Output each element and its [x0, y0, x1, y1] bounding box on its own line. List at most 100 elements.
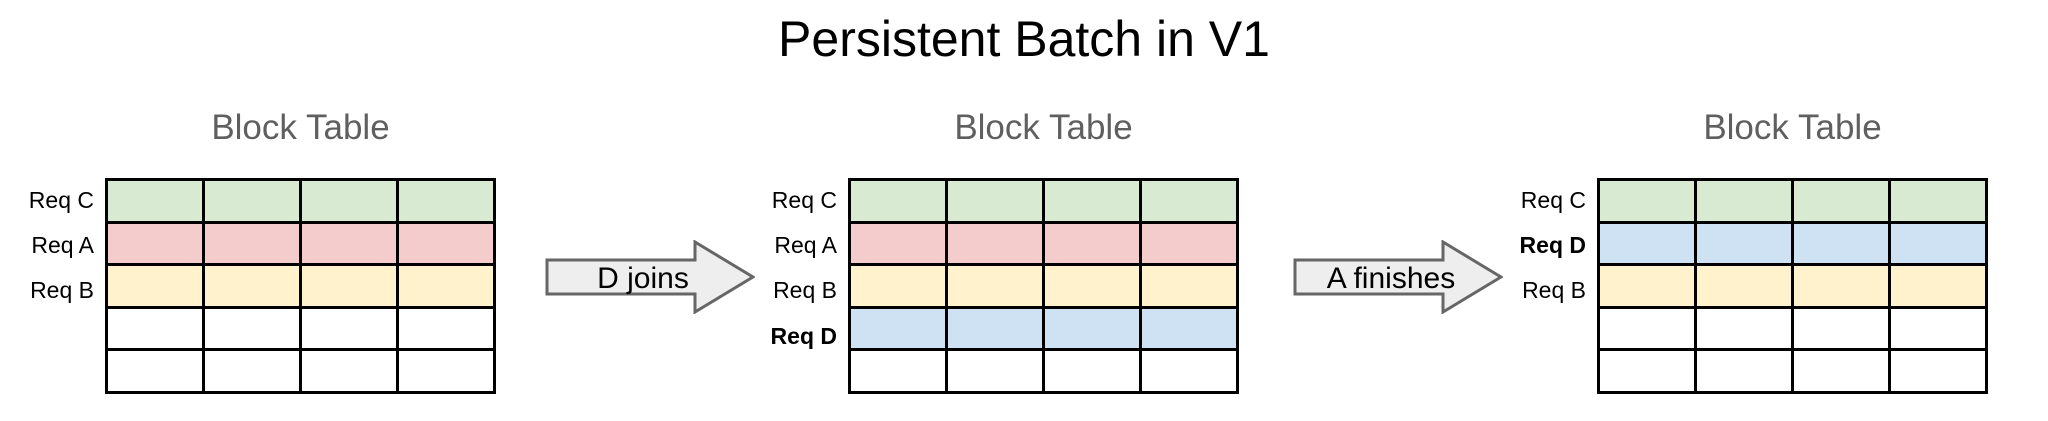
row-label: Req C	[28, 187, 94, 214]
block-cell	[945, 305, 1045, 351]
diagram-title: Persistent Batch in V1	[778, 11, 1270, 67]
block-cell	[1694, 263, 1794, 309]
row-label: Req B	[1522, 277, 1586, 304]
block-cell	[1139, 178, 1239, 224]
row-label: Req A	[774, 232, 837, 259]
arrow-d-joins: D joins	[545, 240, 755, 314]
block-table-body: Req C Req D Req B	[1492, 178, 1988, 404]
row-label-column: Req C Req D Req B	[1492, 178, 1597, 404]
block-cell	[105, 348, 205, 394]
block-cell	[202, 178, 302, 224]
block-cell	[105, 305, 205, 351]
block-table-panel-3: Block Table Req C Req D Req B	[1492, 100, 1988, 404]
block-cell	[848, 348, 948, 394]
block-cell	[1694, 305, 1794, 351]
block-cell	[299, 305, 399, 351]
block-cell	[1597, 178, 1697, 224]
block-cell	[1597, 305, 1697, 351]
block-cell	[1791, 220, 1891, 266]
block-cell	[396, 178, 496, 224]
block-cell	[1042, 263, 1142, 309]
row-label-column: Req C Req A Req B Req D	[743, 178, 848, 404]
block-cell	[1888, 263, 1988, 309]
block-row	[105, 348, 496, 394]
row-label: Req A	[31, 232, 94, 259]
block-cell	[396, 263, 496, 309]
block-table-body: Req C Req A Req B Req D	[743, 178, 1239, 404]
block-cell	[1694, 348, 1794, 394]
block-cell	[1139, 263, 1239, 309]
block-cell	[1791, 305, 1891, 351]
block-grid	[105, 178, 496, 394]
block-row	[105, 178, 496, 224]
block-cell	[202, 305, 302, 351]
block-row	[848, 348, 1239, 394]
arrow-label: A finishes	[1327, 262, 1455, 295]
block-row	[848, 178, 1239, 224]
block-row	[1597, 220, 1988, 266]
block-cell	[1042, 348, 1142, 394]
block-cell	[1139, 305, 1239, 351]
arrow-a-finishes: A finishes	[1293, 240, 1503, 314]
block-cell	[1791, 263, 1891, 309]
block-row	[105, 263, 496, 309]
block-cell	[945, 348, 1045, 394]
block-table-panel-2: Block Table Req C Req A Req B Req D	[743, 100, 1239, 404]
block-cell	[202, 348, 302, 394]
row-label	[0, 314, 94, 359]
block-row	[1597, 178, 1988, 224]
block-row	[1597, 263, 1988, 309]
row-label: Req C	[771, 187, 837, 214]
block-cell	[945, 220, 1045, 266]
block-cell	[1139, 348, 1239, 394]
block-table-heading: Block Table	[954, 108, 1133, 147]
block-cell	[202, 263, 302, 309]
block-cell	[848, 305, 948, 351]
block-cell	[1791, 178, 1891, 224]
block-cell	[945, 178, 1045, 224]
block-row	[848, 220, 1239, 266]
row-label: Req D	[1519, 232, 1586, 259]
block-cell	[945, 263, 1045, 309]
block-row	[1597, 305, 1988, 351]
row-label: Req D	[770, 322, 837, 349]
block-cell	[299, 263, 399, 309]
row-label	[1492, 359, 1586, 404]
block-cell	[396, 348, 496, 394]
block-cell	[299, 220, 399, 266]
block-table-heading: Block Table	[1703, 108, 1882, 147]
block-cell	[299, 178, 399, 224]
block-cell	[1042, 305, 1142, 351]
block-cell	[848, 178, 948, 224]
block-cell	[1888, 220, 1988, 266]
row-label: Req C	[1520, 187, 1586, 214]
block-cell	[848, 220, 948, 266]
block-cell	[299, 348, 399, 394]
right-arrow-icon	[545, 240, 755, 314]
row-label	[0, 359, 94, 404]
block-cell	[396, 220, 496, 266]
block-cell	[1694, 178, 1794, 224]
block-row	[848, 263, 1239, 309]
block-cell	[1888, 348, 1988, 394]
row-label: Req B	[773, 277, 837, 304]
block-cell	[1139, 220, 1239, 266]
block-cell	[105, 220, 205, 266]
block-cell	[1597, 263, 1697, 309]
block-cell	[1597, 348, 1697, 394]
block-row	[105, 305, 496, 351]
block-table-heading: Block Table	[211, 108, 390, 147]
block-cell	[396, 305, 496, 351]
block-row	[1597, 348, 1988, 394]
arrow-label: D joins	[597, 262, 689, 295]
block-cell	[848, 263, 948, 309]
block-cell	[105, 263, 205, 309]
block-cell	[1791, 348, 1891, 394]
block-row	[848, 305, 1239, 351]
block-grid	[1597, 178, 1988, 394]
block-cell	[202, 220, 302, 266]
right-arrow-icon	[1293, 240, 1503, 314]
